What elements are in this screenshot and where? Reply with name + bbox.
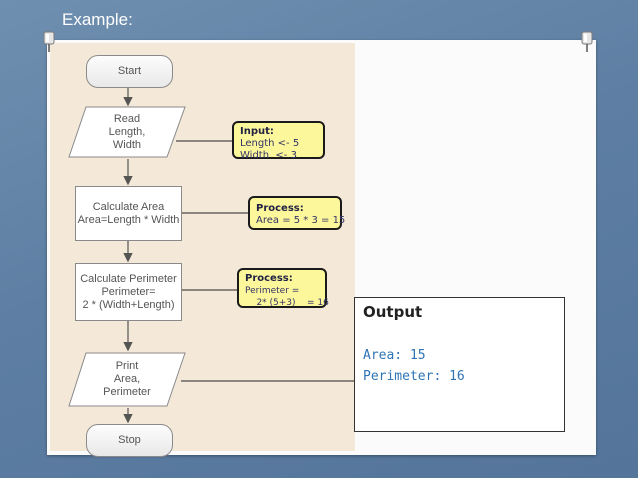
process-perimeter-line-1: Perimeter =: [245, 286, 300, 296]
calc-perimeter-line-1: Calculate Perimeter: [80, 272, 177, 285]
output-perimeter-line: Perimeter: 16: [363, 369, 465, 384]
output-panel: Output Area: 15 Perimeter: 16: [354, 297, 565, 432]
print-line-2: Area,: [113, 373, 141, 385]
output-title: Output: [363, 303, 423, 321]
input-note-heading: Input:: [240, 126, 274, 137]
print-line-1: Print: [115, 360, 139, 372]
process-area-line-1: Area = 5 * 3 = 15: [256, 215, 346, 226]
process-perimeter-heading: Process:: [245, 273, 293, 284]
read-line-2: Length,: [108, 125, 146, 138]
process-perimeter-line-2: 2* (5+3) = 16: [245, 298, 329, 308]
read-line-1: Read: [113, 112, 141, 125]
pushpin-left-icon: [43, 31, 55, 52]
calc-area-line-2: Area=Length * Width: [77, 213, 180, 226]
input-note-line-1: Length <- 5: [240, 138, 300, 149]
calc-perimeter-node: Calculate Perimeter Perimeter= 2 * (Widt…: [75, 263, 182, 321]
print-line-3: Perimeter: [103, 386, 151, 398]
process-area-heading: Process:: [256, 203, 304, 214]
slide-title: Example:: [62, 10, 133, 29]
stop-node: Stop: [86, 424, 173, 457]
read-input-node: [68, 106, 186, 158]
process-area-note: Process: Area = 5 * 3 = 15: [248, 196, 346, 230]
start-node: Start: [86, 55, 173, 88]
stop-label: Stop: [118, 434, 141, 446]
process-perimeter-note: Process: Perimeter = 2* (5+3) = 16: [237, 268, 329, 308]
print-output-node: [68, 352, 186, 407]
pushpin-right-icon: [581, 31, 593, 52]
calc-perimeter-line-3: 2 * (Width+Length): [82, 298, 175, 311]
input-note-line-2: Width <- 3: [240, 150, 297, 161]
calc-area-node: Calculate Area Area=Length * Width: [75, 186, 182, 241]
read-input-label: Read Length, Width: [68, 106, 186, 158]
output-area-line: Area: 15: [363, 348, 426, 363]
start-label: Start: [117, 65, 142, 77]
input-note: Input: Length <- 5 Width <- 3: [232, 121, 325, 161]
calc-area-line-1: Calculate Area: [92, 200, 165, 213]
read-line-3: Width: [112, 138, 142, 151]
print-output-label: Print Area, Perimeter: [68, 352, 186, 407]
calc-perimeter-line-2: Perimeter=: [101, 285, 156, 298]
